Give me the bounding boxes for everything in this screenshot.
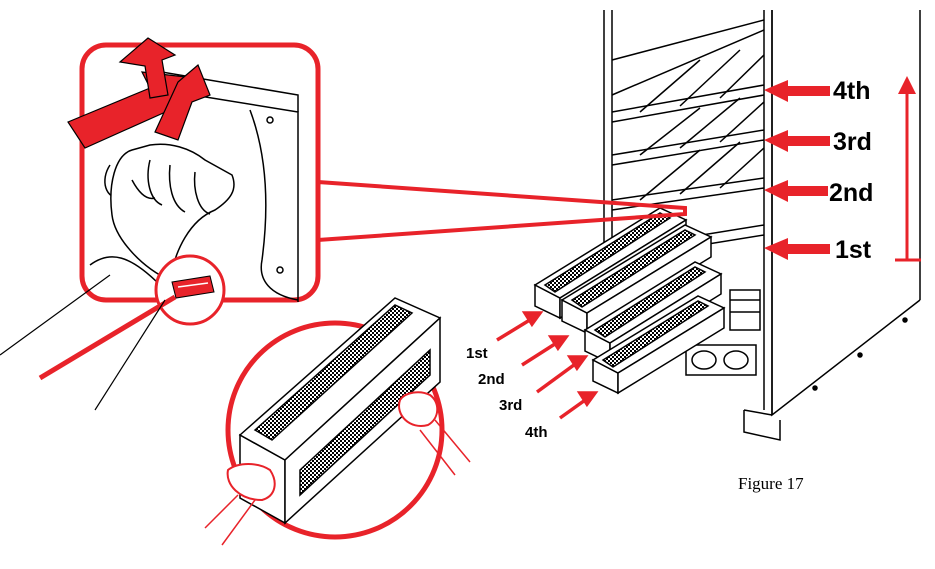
shelf-label-3rd: 3rd <box>833 128 872 156</box>
module-label-1st: 1st <box>466 345 488 362</box>
shelf-label-1st: 1st <box>835 236 872 264</box>
figure-caption: Figure 17 <box>738 474 804 493</box>
shelf-arrows <box>764 80 830 260</box>
double-arrow-up-icon <box>67 37 211 149</box>
module-label-3rd: 3rd <box>499 397 523 414</box>
shelf-label-2nd: 2nd <box>829 179 874 207</box>
module-label-4th: 4th <box>525 424 548 441</box>
arrow-up-icon <box>895 76 921 262</box>
ups-cabinet <box>603 10 921 441</box>
battery-modules-inserting <box>533 207 726 395</box>
callout-carry-module <box>204 297 471 546</box>
shelf-label-4th: 4th <box>833 77 871 105</box>
callout-lift-latch <box>0 37 687 411</box>
latch-lever-icon <box>154 254 226 326</box>
module-arrows <box>496 311 599 420</box>
module-label-2nd: 2nd <box>478 371 505 388</box>
